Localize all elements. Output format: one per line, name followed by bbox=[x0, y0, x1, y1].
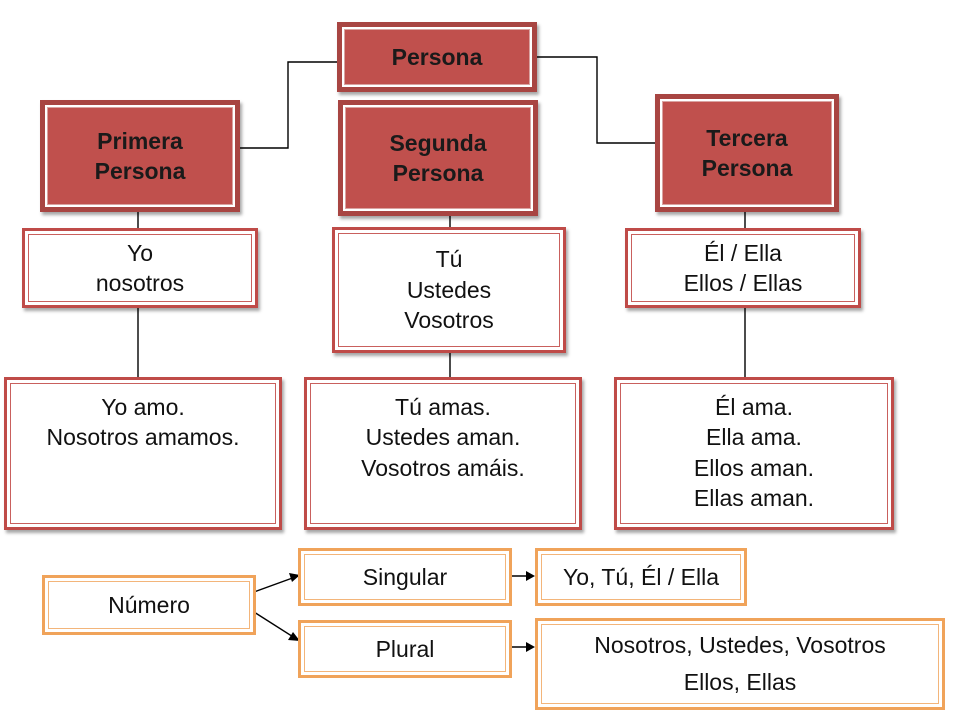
arrow-numero-plural bbox=[253, 611, 299, 641]
segunda-examples-box: Tú amas. Ustedes aman. Vosotros amáis. bbox=[304, 377, 582, 530]
persona-root-box: Persona bbox=[337, 22, 537, 92]
primera-examples: Yo amo. Nosotros amamos. bbox=[46, 394, 240, 451]
singular-box: Singular bbox=[298, 548, 512, 606]
primera-pronouns: Yo nosotros bbox=[95, 239, 185, 296]
segunda-persona-box: Segunda Persona bbox=[338, 100, 538, 216]
plural-values: Nosotros, Ustedes, Vosotros Ellos, Ellas bbox=[594, 632, 886, 695]
connector-persona-tercera bbox=[537, 56, 656, 144]
primera-examples-box: Yo amo. Nosotros amamos. bbox=[4, 377, 282, 530]
plural-label: Plural bbox=[375, 635, 435, 662]
primera-persona-box: Primera Persona bbox=[40, 100, 240, 212]
singular-label: Singular bbox=[362, 563, 448, 590]
tercera-pronouns: Él / Ella Ellos / Ellas bbox=[683, 239, 803, 296]
arrow-numero-singular bbox=[253, 575, 299, 593]
singular-values: Yo, Tú, Él / Ella bbox=[563, 563, 719, 590]
segunda-pronouns-box: Tú Ustedes Vosotros bbox=[332, 227, 566, 353]
plural-values-box: Nosotros, Ustedes, Vosotros Ellos, Ellas bbox=[535, 618, 945, 710]
tercera-examples-box: Él ama. Ella ama. Ellos aman. Ellas aman… bbox=[614, 377, 894, 530]
numero-label: Número bbox=[108, 591, 190, 618]
plural-box: Plural bbox=[298, 620, 512, 678]
tercera-persona-label: Tercera Persona bbox=[701, 124, 793, 181]
numero-box: Número bbox=[42, 575, 256, 635]
tercera-examples: Él ama. Ella ama. Ellos aman. Ellas aman… bbox=[693, 394, 815, 512]
primera-persona-label: Primera Persona bbox=[94, 127, 186, 184]
tercera-persona-box: Tercera Persona bbox=[655, 94, 839, 212]
connector-persona-primera bbox=[240, 61, 337, 149]
primera-pronouns-box: Yo nosotros bbox=[22, 228, 258, 308]
singular-values-box: Yo, Tú, Él / Ella bbox=[535, 548, 747, 606]
segunda-pronouns: Tú Ustedes Vosotros bbox=[404, 246, 494, 334]
tercera-pronouns-box: Él / Ella Ellos / Ellas bbox=[625, 228, 861, 308]
segunda-persona-label: Segunda Persona bbox=[389, 129, 487, 186]
persona-root-label: Persona bbox=[391, 43, 483, 70]
segunda-examples: Tú amas. Ustedes aman. Vosotros amáis. bbox=[361, 394, 525, 481]
